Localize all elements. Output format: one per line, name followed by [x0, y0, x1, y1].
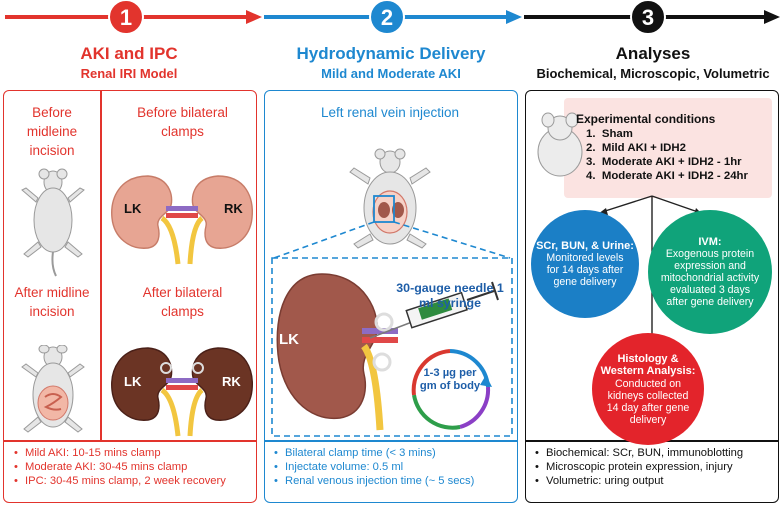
step1-column-divider	[100, 91, 102, 440]
condition-item: 4. Moderate AKI + IDH2 - 24hr	[586, 170, 748, 182]
dose-label: 1-3 µg per gm of body	[419, 367, 481, 392]
step1-bullet: Moderate AKI: 30-45 mins clamp	[14, 460, 226, 474]
step2-number: 2	[380, 5, 394, 30]
step1-subtitle: Renal IRI Model	[80, 66, 178, 81]
conditions-title: Experimental conditions	[576, 112, 716, 126]
step2-bullet: Injectate volume: 0.5 ml	[274, 460, 474, 474]
circle-ivm: IVM: Exogenous protein expression and mi…	[648, 210, 772, 334]
circle-biochemical-title: SCr, BUN, & Urine:	[536, 239, 634, 252]
mouse-illustration	[21, 168, 85, 277]
rk-label-healthy: RK	[224, 201, 243, 216]
step1-bullet: Mild AKI: 10-15 mins clamp	[14, 446, 226, 460]
step3-panel	[525, 90, 779, 503]
circle-histology-title: Histology & Western Analysis:	[600, 352, 696, 378]
lk-label-clamped: LK	[124, 374, 142, 389]
step2-bullets: Bilateral clamp time (< 3 mins) Injectat…	[274, 446, 474, 489]
step3-bullet: Microscopic protein expression, injury	[535, 460, 743, 474]
conditions-box	[564, 98, 772, 198]
step2-panel	[264, 90, 518, 503]
condition-item: 1. Sham	[586, 128, 633, 140]
step3-bullet: Biochemical: SCr, BUN, immunoblotting	[535, 446, 743, 460]
step3-bullet: Volumetric: uring output	[535, 474, 743, 488]
kidneys-clamped-illustration	[111, 347, 253, 437]
circle-biochemical-body: Monitored levels for 14 days after gene …	[546, 252, 624, 289]
step2-subtitle: Mild and Moderate AKI	[321, 66, 461, 81]
zoom-callout	[271, 221, 513, 437]
label-before-clamps: Before bilateral clamps	[137, 105, 228, 139]
kidney-syringe-illustration	[276, 273, 499, 431]
circle-histology: Histology & Western Analysis: Conducted …	[592, 333, 704, 445]
label-after-midline: After midline incision	[14, 285, 90, 319]
conditions-list: 1. Sham 2. Mild AKI + IDH2 3. Moderate A…	[586, 127, 748, 183]
mouse-injection-illustration	[349, 148, 431, 249]
circle-biochemical: SCr, BUN, & Urine: Monitored levels for …	[531, 210, 639, 318]
step3-title: Analyses	[615, 44, 691, 63]
condition-item: 2. Mild AKI + IDH2	[586, 142, 686, 154]
step1-panel	[3, 90, 257, 503]
step-arrows	[5, 0, 780, 35]
step3-subtitle: Biochemical, Microscopic, Volumetric	[536, 66, 770, 81]
mouse-side-illustration	[537, 112, 583, 177]
plasmid-icon	[411, 349, 492, 430]
step2-title: Hydrodynamic Delivery	[296, 44, 486, 63]
label-after-clamps: After bilateral clamps	[142, 285, 223, 319]
lk-label-healthy: LK	[124, 201, 142, 216]
label-before-midline: Before midleine incision	[26, 105, 78, 158]
step1-bullet: IPC: 30-45 mins clamp, 2 week recovery	[14, 474, 226, 488]
step2-divider	[264, 440, 518, 442]
step1-title: AKI and IPC	[80, 44, 178, 63]
step1-bullets: Mild AKI: 10-15 mins clamp Moderate AKI:…	[14, 446, 226, 489]
circle-histology-body: Conducted on kidneys collected 14 day af…	[606, 377, 690, 426]
step1-number: 1	[119, 5, 133, 30]
rk-label-clamped: RK	[222, 374, 241, 389]
step3-number: 3	[641, 5, 655, 30]
mouse-incision-illustration	[21, 345, 85, 433]
step2-bullet: Renal venous injection time (~ 5 secs)	[274, 474, 474, 488]
circle-ivm-title: IVM:	[698, 235, 722, 248]
step1-divider	[3, 440, 257, 442]
needle-label: 30-gauge needle 1 ml syringe	[396, 281, 504, 310]
vein-injection-label: Left renal vein injection	[320, 105, 460, 120]
step2-bullet: Bilateral clamp time (< 3 mins)	[274, 446, 474, 460]
circle-ivm-body: Exogenous protein expression and mitocho…	[660, 248, 760, 309]
lk-label-injection: LK	[279, 331, 299, 348]
kidneys-healthy-illustration	[111, 175, 253, 265]
condition-item: 3. Moderate AKI + IDH2 - 1hr	[586, 156, 742, 168]
step3-bullets: Biochemical: SCr, BUN, immunoblotting Mi…	[535, 446, 743, 489]
